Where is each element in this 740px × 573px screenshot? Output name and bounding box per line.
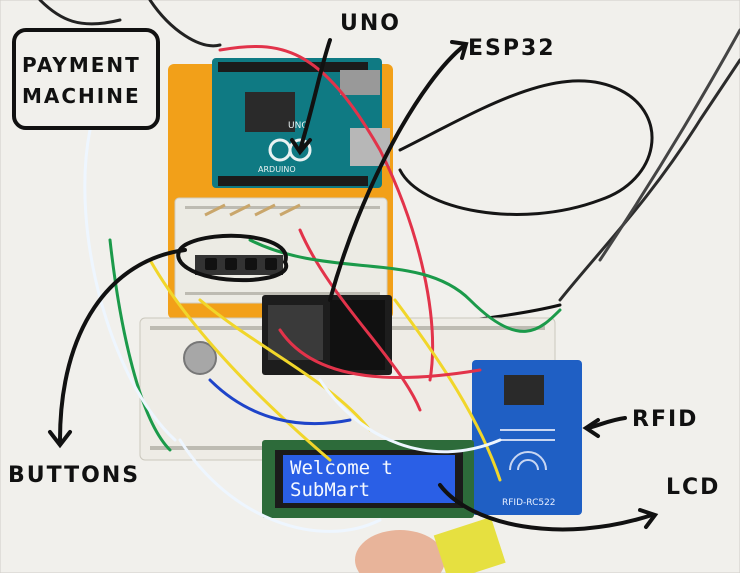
buttons-arrow	[58, 248, 187, 442]
esp32-board	[262, 295, 392, 375]
top-cable	[148, 0, 222, 48]
card-in-hand	[433, 516, 506, 573]
resistor	[229, 203, 251, 217]
uno-arrow	[298, 38, 332, 152]
resistor	[279, 203, 301, 217]
uno-annotation: UNO	[340, 11, 401, 36]
esp32-annotation: ESP32	[468, 36, 556, 61]
rfid-annotation: RFID	[632, 407, 698, 432]
lcd-arrow	[438, 483, 654, 532]
usb-cable	[398, 79, 654, 216]
rfid-board-label: RFID-RC522	[502, 498, 556, 508]
hand	[355, 530, 445, 573]
lcd-line-2: SubMart	[290, 479, 370, 501]
title-box	[12, 28, 160, 130]
rfid-arrow	[586, 416, 627, 430]
buttons-annotation: BUTTONS	[8, 463, 140, 488]
title-line-1: PAYMENT	[22, 53, 141, 77]
title-line-2: MACHINE	[22, 84, 141, 108]
arduino-brand-label: ARDUINO	[258, 165, 296, 174]
lcd-annotation: LCD	[666, 475, 720, 500]
resistor	[204, 203, 226, 217]
push-button	[205, 258, 217, 270]
lcd-module: Welcome t SubMart	[262, 440, 474, 518]
push-button	[265, 258, 277, 270]
push-button	[245, 258, 257, 270]
rfid-module: RFID-RC522	[472, 360, 582, 515]
top-left-cable	[38, 0, 122, 26]
lcd-line-1: Welcome t	[290, 457, 393, 479]
potentiometer	[183, 341, 217, 375]
jumper-wires	[83, 44, 562, 533]
push-button	[225, 258, 237, 270]
esp32-arrow	[328, 43, 467, 302]
buttons-circle	[176, 233, 289, 283]
uno-board-label: UNO	[288, 121, 308, 131]
cable-strand	[598, 28, 740, 262]
annotation-arrows	[48, 38, 659, 532]
lcd-screen	[283, 455, 455, 503]
resistor	[254, 203, 276, 217]
